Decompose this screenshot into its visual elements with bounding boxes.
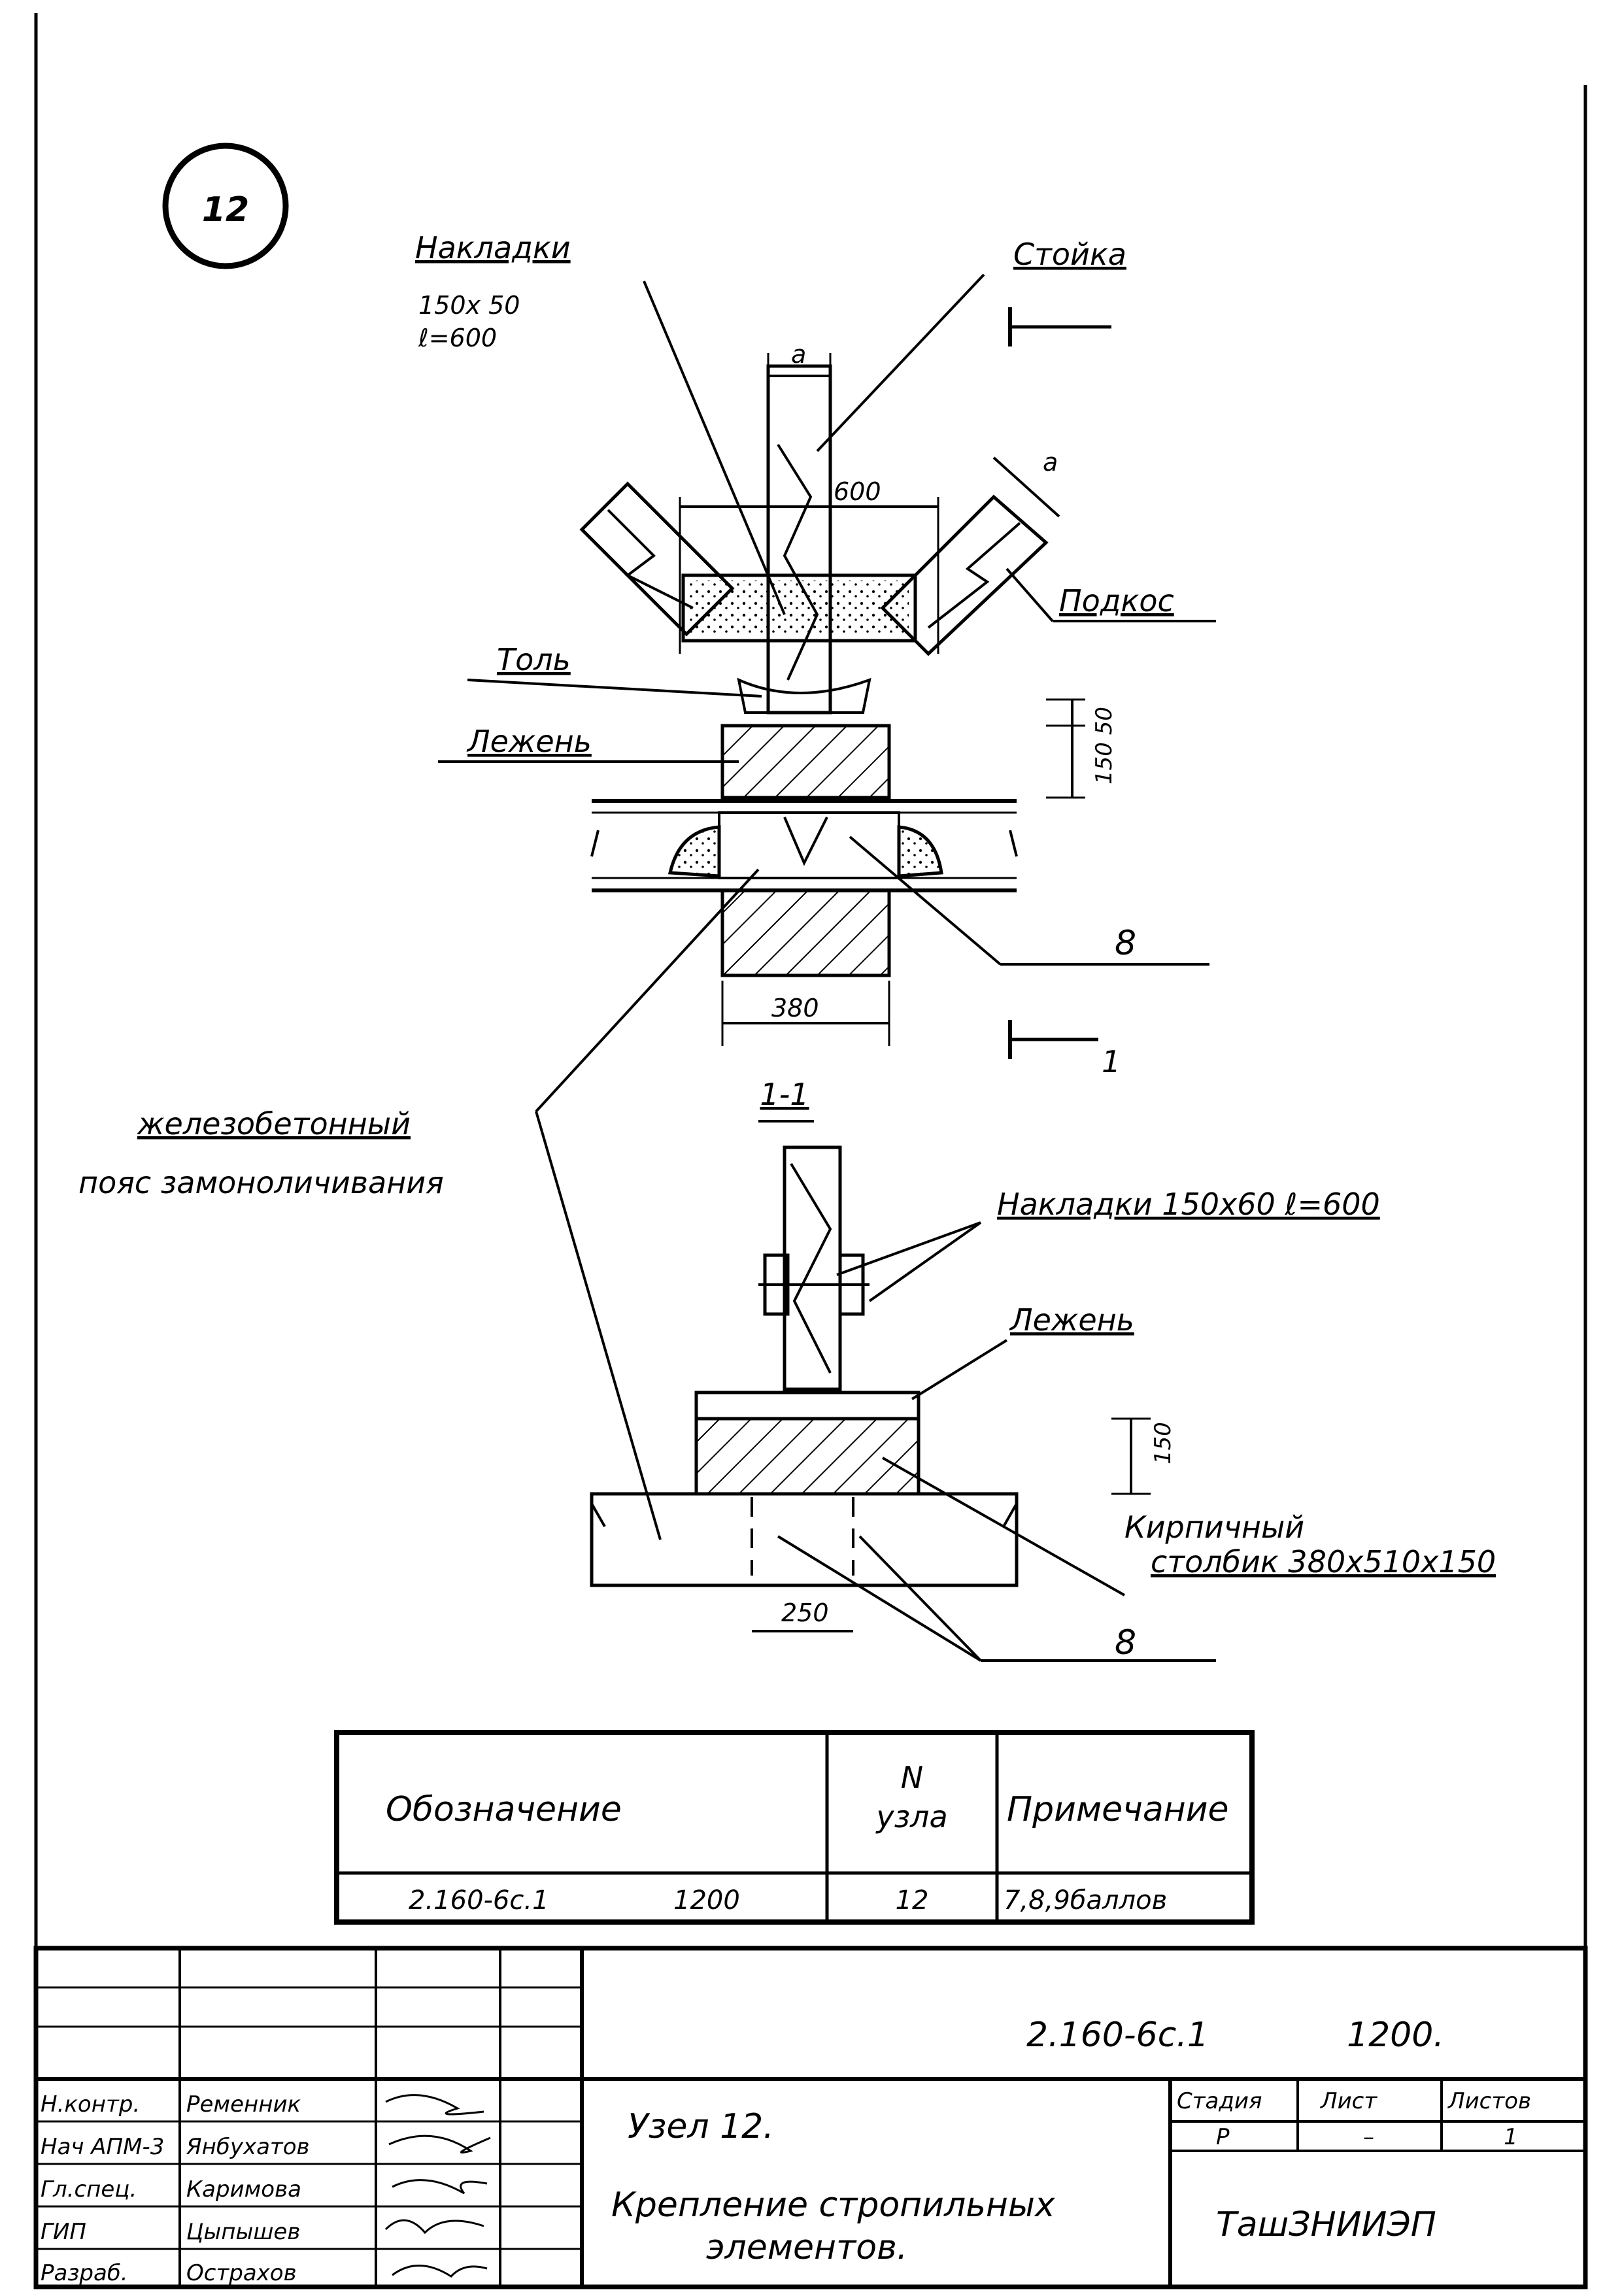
brick-column-top xyxy=(720,888,891,977)
role-4: Разраб. xyxy=(41,2260,128,2286)
section-slab xyxy=(590,1492,1019,1587)
section-post xyxy=(783,1145,842,1391)
sheet-value: – xyxy=(1363,2124,1374,2150)
splice-plate xyxy=(681,573,917,643)
title-doc-num: 1200. xyxy=(1347,2016,1444,2055)
dim-a-brace: a xyxy=(1043,448,1058,477)
name-0: Ременник xyxy=(186,2091,301,2118)
label-nakladki-length: ℓ=600 xyxy=(418,324,497,352)
table-cell-node: 12 xyxy=(896,1885,929,1916)
label-nakladki-top: Накладки xyxy=(415,230,571,265)
label-kirpich-line1: Кирпичный xyxy=(1124,1510,1304,1545)
table-header-note: Примечание xyxy=(1007,1790,1229,1829)
signature-scribbles xyxy=(384,2094,491,2278)
sheet-header: Лист xyxy=(1319,2088,1377,2114)
section-detail xyxy=(535,1111,1216,1662)
label-nakladki-section: Накладки 150x60 ℓ=600 xyxy=(997,1187,1380,1222)
organization: ТашЗНИИЭП xyxy=(1216,2205,1436,2244)
sheets-header: Листов xyxy=(1447,2088,1531,2114)
dim-380: 380 xyxy=(771,994,819,1022)
name-3: Цыпышев xyxy=(186,2219,300,2245)
signatures-table: Н.контр. Нач АПМ-3 Гл.спец. ГИП Разраб. … xyxy=(41,2091,310,2286)
label-belt-line1: железобетонный xyxy=(137,1106,411,1141)
role-1: Нач АПМ-3 xyxy=(41,2134,164,2160)
section-mark-number: 1 xyxy=(1102,1044,1121,1079)
name-2: Каримова xyxy=(186,2176,301,2203)
label-lezhen-top: Лежень xyxy=(466,724,592,759)
label-lezhen-section: Лежень xyxy=(1009,1302,1134,1338)
label-position-8-top: 8 xyxy=(1115,924,1136,963)
section-title: 1-1 xyxy=(760,1077,809,1112)
role-2: Гл.спец. xyxy=(41,2176,137,2203)
dim-600: 600 xyxy=(834,477,881,506)
stage-header: Стадия xyxy=(1177,2088,1262,2114)
dim-150-50: 150 50 xyxy=(1091,707,1117,785)
name-1: Янбухатов xyxy=(186,2134,310,2160)
label-stoyka: Стойка xyxy=(1013,237,1126,272)
top-detail xyxy=(438,273,1216,1113)
table-cell-designation: 2.160-6с.1 xyxy=(409,1885,549,1916)
role-3: ГИП xyxy=(41,2219,86,2245)
designation-table xyxy=(334,1730,1255,1925)
label-kirpich-line2: столбик 380x510x150 xyxy=(1151,1544,1496,1579)
detail-number: 12 xyxy=(202,190,249,229)
dim-150: 150 xyxy=(1150,1422,1176,1464)
label-belt-line2: пояс замоноличивания xyxy=(78,1165,444,1200)
label-podkos: Подкос xyxy=(1059,583,1174,618)
title-block-frame xyxy=(33,1946,1588,2289)
section-sleeper-top xyxy=(694,1391,921,1421)
sleeper xyxy=(720,724,891,800)
stage-value: Р xyxy=(1216,2124,1230,2150)
table-header-n: N xyxy=(901,1760,923,1795)
brace-right xyxy=(880,494,1049,656)
section-brick xyxy=(694,1417,921,1496)
dim-250: 250 xyxy=(781,1598,829,1627)
title-doc-code: 2.160-6с.1 xyxy=(1026,2016,1209,2055)
table-header-designation: Обозначение xyxy=(386,1790,622,1829)
sheets-value: 1 xyxy=(1504,2124,1518,2150)
label-tal: Толь xyxy=(497,642,571,677)
dim-a-post: a xyxy=(791,340,806,369)
table-cell-note: 7,8,9баллов xyxy=(1004,1885,1167,1916)
label-position-8-bottom: 8 xyxy=(1115,1623,1136,1663)
post xyxy=(766,364,832,715)
name-4: Острахов xyxy=(186,2260,297,2286)
title-description-line2: элементов. xyxy=(706,2228,907,2267)
table-header-node: узла xyxy=(875,1799,947,1834)
detail-number-marker: 12 xyxy=(162,143,289,269)
table-cell-code: 1200 xyxy=(673,1885,740,1916)
title-description-line1: Крепление стропильных xyxy=(611,2186,1056,2225)
label-nakladki-size: 150x 50 xyxy=(418,291,520,320)
role-0: Н.контр. xyxy=(41,2091,140,2118)
title-node: Узел 12. xyxy=(628,2107,774,2146)
